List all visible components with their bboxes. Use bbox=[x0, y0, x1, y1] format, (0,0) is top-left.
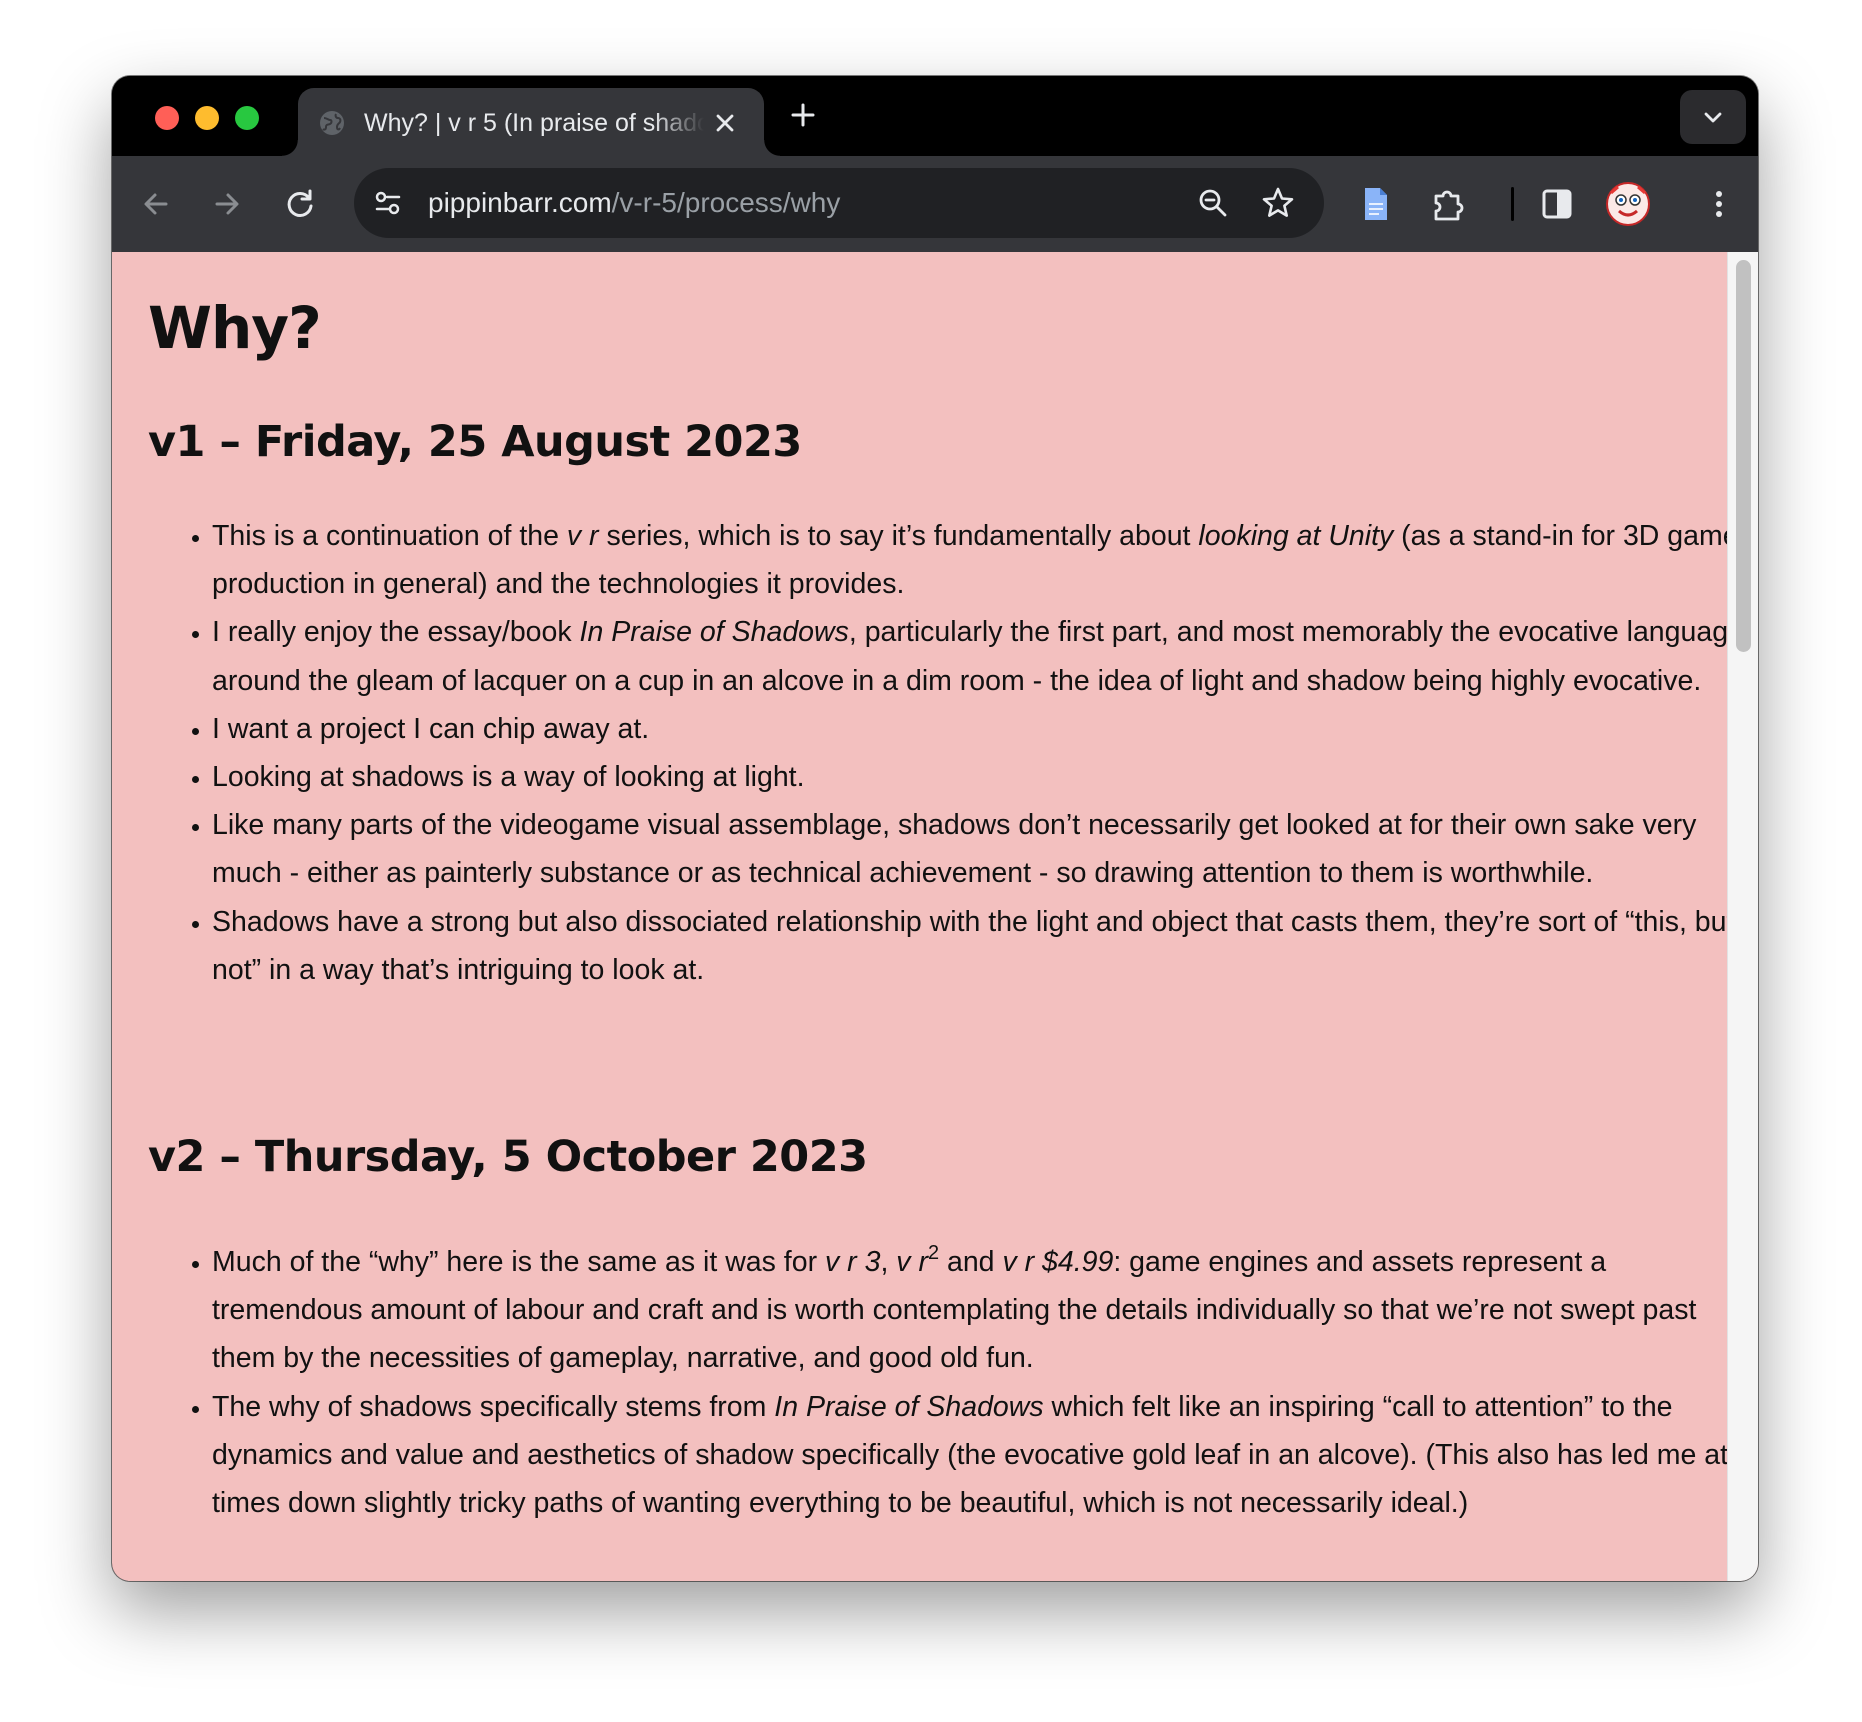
zoom-icon[interactable] bbox=[1196, 186, 1230, 220]
star-icon[interactable] bbox=[1260, 185, 1296, 221]
list-item: The why of shadows specifically stems fr… bbox=[212, 1383, 1752, 1528]
minimize-window-button[interactable] bbox=[195, 106, 219, 130]
web-page: Why? v1 – Friday, 25 August 2023 This is… bbox=[112, 252, 1758, 1581]
list-item: I really enjoy the essay/book In Praise … bbox=[212, 608, 1752, 704]
list-item: This is a continuation of the v r series… bbox=[212, 512, 1752, 608]
globe-icon bbox=[320, 111, 344, 135]
scrollbar-thumb[interactable] bbox=[1736, 260, 1751, 652]
toolbar-separator bbox=[1511, 187, 1514, 221]
browser-window: Why? | v r 5 (In praise of shadows) bbox=[112, 76, 1758, 1581]
address-bar[interactable]: pippinbarr.com/v-r-5/process/why bbox=[354, 168, 1324, 238]
vertical-scrollbar[interactable] bbox=[1727, 252, 1758, 1581]
tab-title: Why? | v r 5 (In praise of shadows) bbox=[364, 109, 704, 137]
close-window-button[interactable] bbox=[155, 106, 179, 130]
page-title: Why? bbox=[148, 294, 322, 362]
section-heading-v1: v1 – Friday, 25 August 2023 bbox=[148, 417, 802, 467]
side-panel-icon[interactable] bbox=[1537, 184, 1577, 224]
tab-search-button[interactable] bbox=[1680, 90, 1746, 144]
list-item: Much of the “why” here is the same as it… bbox=[212, 1238, 1752, 1383]
url-path: /v-r-5/process/why bbox=[611, 187, 841, 218]
forward-arrow-icon[interactable] bbox=[207, 184, 247, 224]
reload-icon[interactable] bbox=[280, 184, 320, 224]
chevron-down-icon bbox=[1704, 112, 1722, 123]
plus-icon[interactable] bbox=[786, 98, 820, 132]
profile-avatar[interactable] bbox=[1605, 181, 1651, 227]
close-icon[interactable] bbox=[712, 110, 738, 136]
url-text[interactable]: pippinbarr.com/v-r-5/process/why bbox=[428, 185, 840, 221]
section-heading-v2: v2 – Thursday, 5 October 2023 bbox=[148, 1132, 868, 1182]
tab-strip: Why? | v r 5 (In praise of shadows) bbox=[112, 76, 1758, 156]
site-settings-icon[interactable] bbox=[372, 187, 404, 219]
puzzle-piece-icon[interactable] bbox=[1428, 184, 1468, 224]
tab-active[interactable]: Why? | v r 5 (In praise of shadows) bbox=[282, 88, 780, 156]
section-list-v2: Much of the “why” here is the same as it… bbox=[148, 1238, 1752, 1527]
list-item: Looking at shadows is a way of looking a… bbox=[212, 753, 1752, 801]
section-list-v1: This is a continuation of the v r series… bbox=[148, 512, 1752, 994]
list-item: I want a project I can chip away at. bbox=[212, 705, 1752, 753]
zoom-window-button[interactable] bbox=[235, 106, 259, 130]
list-item: Shadows have a strong but also dissociat… bbox=[212, 898, 1752, 994]
list-item: Like many parts of the videogame visual … bbox=[212, 801, 1752, 897]
document-extension-icon[interactable] bbox=[1356, 184, 1396, 224]
toolbar: pippinbarr.com/v-r-5/process/why bbox=[112, 156, 1758, 252]
url-host: pippinbarr.com bbox=[428, 187, 612, 218]
more-vert-icon[interactable] bbox=[1699, 184, 1739, 224]
back-arrow-icon[interactable] bbox=[136, 184, 176, 224]
